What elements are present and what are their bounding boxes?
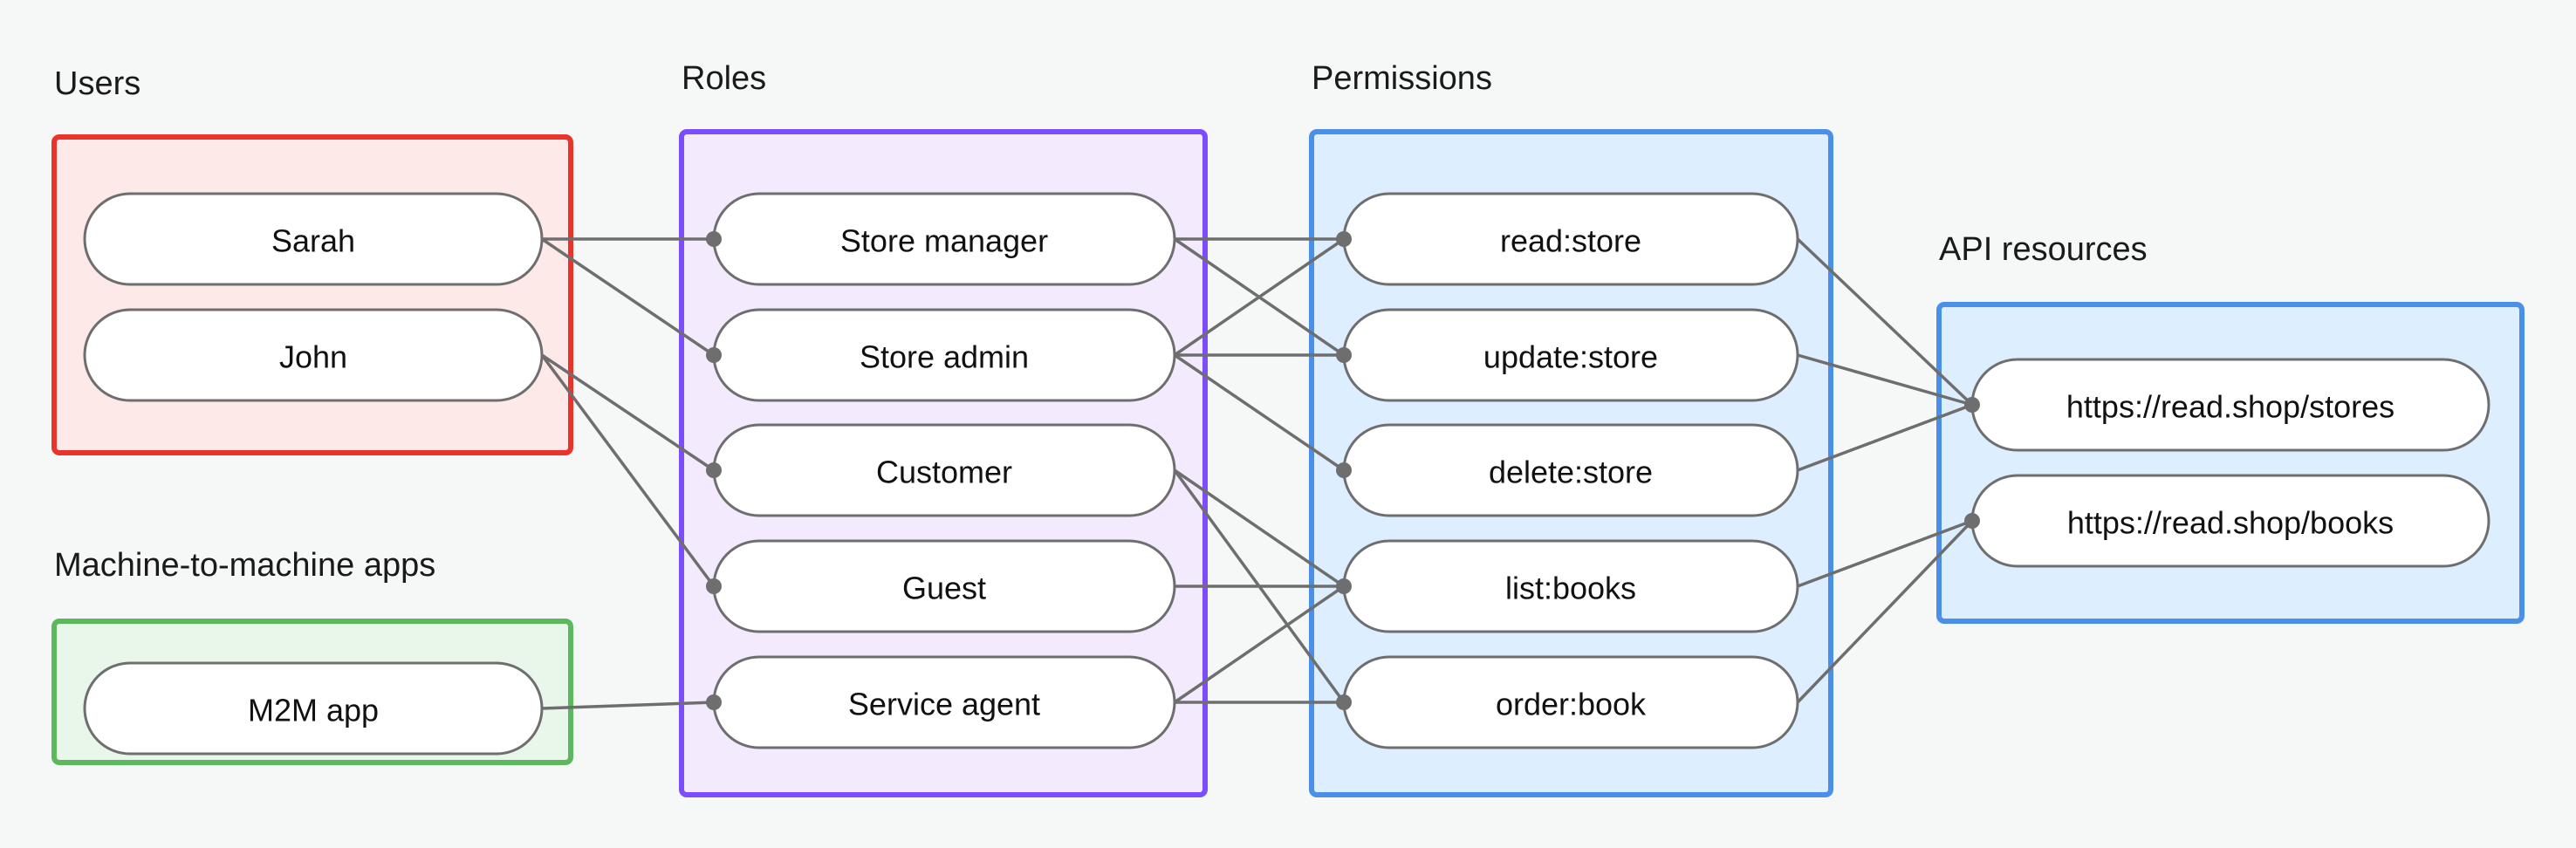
node-label-sarah: Sarah <box>271 223 355 259</box>
node-list_books[interactable]: list:books <box>1342 539 1799 633</box>
node-label-john: John <box>279 339 347 375</box>
node-read_store[interactable]: read:store <box>1342 192 1799 286</box>
connection-port-store_manager <box>706 231 722 247</box>
node-label-guest: Guest <box>902 571 986 606</box>
node-store_admin[interactable]: Store admin <box>712 308 1176 402</box>
group-box-api <box>1936 302 2525 624</box>
edge-m2mapp-to-service_agent <box>541 701 715 710</box>
node-shape-sarah[interactable] <box>83 192 544 286</box>
edge-list_books-to-res_books <box>1797 519 1973 588</box>
node-delete_store[interactable]: delete:store <box>1342 423 1799 517</box>
edges-layer <box>540 237 1974 710</box>
node-label-delete_store: delete:store <box>1489 455 1653 490</box>
node-shape-m2mapp[interactable] <box>83 661 544 756</box>
node-label-res_stores: https://read.shop/stores <box>2066 389 2394 425</box>
edge-customer-to-list_books <box>1174 468 1345 588</box>
node-sarah[interactable]: Sarah <box>83 192 544 286</box>
edge-read_store-to-res_stores <box>1796 237 1974 407</box>
connection-port-store_admin <box>706 347 722 363</box>
group-label-users: Users <box>54 65 140 102</box>
node-label-service_agent: Service agent <box>848 687 1040 722</box>
node-label-store_manager: Store manager <box>840 223 1048 259</box>
node-customer[interactable]: Customer <box>712 423 1176 517</box>
group-box-users <box>51 134 573 455</box>
node-label-list_books: list:books <box>1505 571 1636 606</box>
connection-port-service_agent <box>706 694 722 710</box>
connection-port-res_books <box>1964 513 1980 529</box>
ports-layer <box>706 231 1980 710</box>
node-label-res_books: https://read.shop/books <box>2067 505 2394 541</box>
group-label-api: API resources <box>1939 231 2148 268</box>
node-label-update_store: update:store <box>1483 339 1658 375</box>
edge-store_admin-to-delete_store <box>1174 353 1345 472</box>
node-john[interactable]: John <box>83 308 544 402</box>
node-update_store[interactable]: update:store <box>1342 308 1799 402</box>
group-label-m2m: Machine-to-machine apps <box>54 547 435 584</box>
connection-port-list_books <box>1336 578 1352 594</box>
node-m2mapp[interactable]: M2M app <box>83 661 544 756</box>
node-res_stores[interactable]: https://read.shop/stores <box>1970 358 2490 452</box>
node-label-m2mapp: M2M app <box>248 693 379 728</box>
connection-port-guest <box>706 578 722 594</box>
connection-port-customer <box>706 462 722 478</box>
connection-port-delete_store <box>1336 462 1352 478</box>
node-guest[interactable]: Guest <box>712 539 1176 633</box>
connection-port-read_store <box>1336 231 1352 247</box>
node-label-customer: Customer <box>876 455 1012 490</box>
edge-update_store-to-res_stores <box>1797 353 1973 407</box>
group-label-permissions: Permissions <box>1312 60 1492 97</box>
edge-sarah-to-store_admin <box>541 237 715 357</box>
connection-port-order_book <box>1336 694 1352 710</box>
node-res_books[interactable]: https://read.shop/books <box>1970 474 2490 568</box>
connection-port-update_store <box>1336 347 1352 363</box>
edge-order_book-to-res_books <box>1796 519 1974 704</box>
node-label-read_store: read:store <box>1500 223 1641 259</box>
node-label-order_book: order:book <box>1496 687 1647 722</box>
edge-john-to-customer <box>541 353 715 472</box>
edge-store_admin-to-read_store <box>1174 237 1345 357</box>
group-label-roles: Roles <box>682 60 766 97</box>
node-store_manager[interactable]: Store manager <box>712 192 1176 286</box>
edge-delete_store-to-res_stores <box>1797 403 1973 472</box>
node-service_agent[interactable]: Service agent <box>712 655 1176 749</box>
node-order_book[interactable]: order:book <box>1342 655 1799 749</box>
connection-port-res_stores <box>1964 397 1980 413</box>
node-label-store_admin: Store admin <box>860 339 1029 375</box>
edge-john-to-guest <box>540 353 716 588</box>
edge-service_agent-to-list_books <box>1174 585 1345 704</box>
node-shape-john[interactable] <box>83 308 544 402</box>
